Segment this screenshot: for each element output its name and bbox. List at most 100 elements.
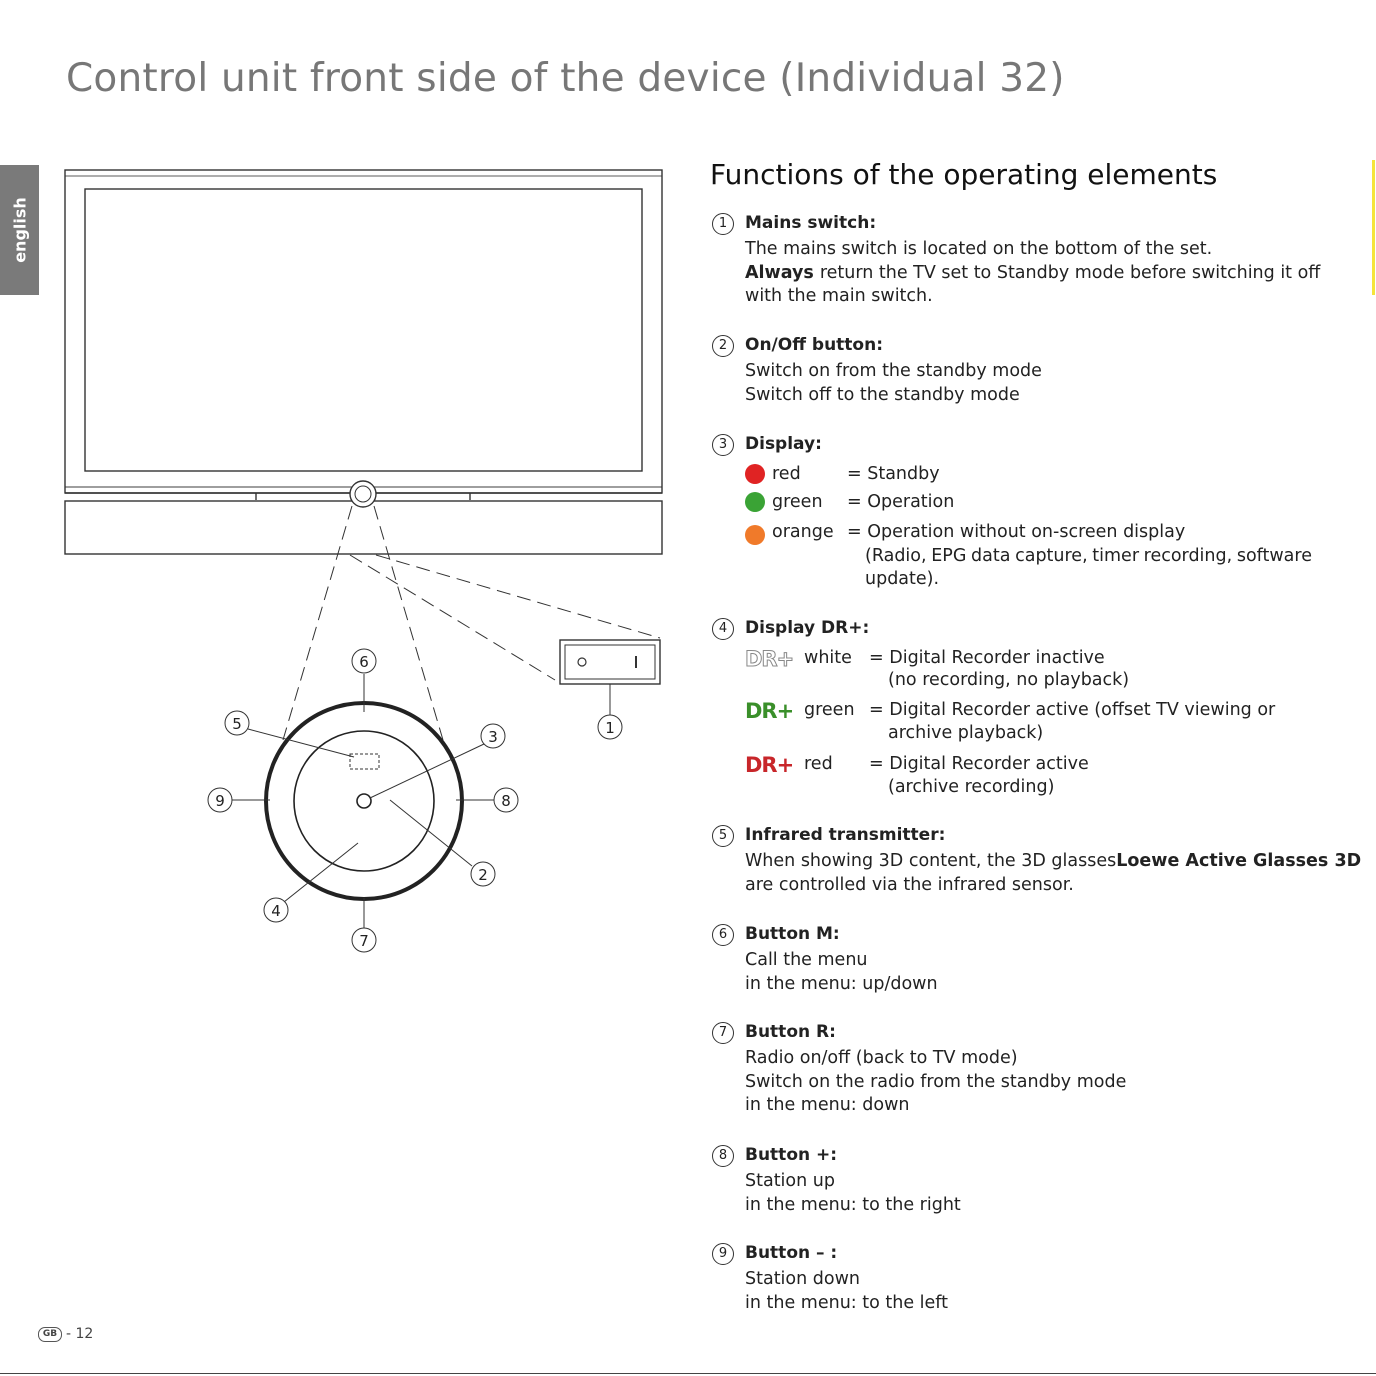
svg-text:8: 8 [501, 792, 511, 810]
dr-plus-green-icon: DR+ [745, 699, 794, 723]
item-mains-switch: 1 Mains switch: The mains switch is loca… [710, 212, 1320, 312]
svg-text:1: 1 [605, 719, 615, 737]
description-text: When showing 3D content, the 3D glasses [745, 851, 1117, 871]
description-line: Station down [745, 1269, 860, 1289]
description-line: Station up [745, 1171, 835, 1191]
item-title: Infrared transmitter: [745, 825, 946, 845]
callout-leaders [230, 674, 611, 928]
state-description-line: (no recording, no playback) [888, 670, 1130, 690]
edge-marker [1372, 160, 1375, 295]
item-on-off-button: 2 On/Off button: Switch on from the stan… [710, 334, 1312, 414]
page-number: - 12 [66, 1326, 94, 1342]
item-title: Button +: [745, 1145, 838, 1165]
callout-1: 1 [597, 714, 623, 740]
item-description: Station down in the menu: to the left [745, 1268, 1312, 1315]
orange-led-icon [745, 525, 765, 545]
item-button-r: 7 Button R: Radio on/off (back to TV mod… [710, 1021, 1312, 1121]
description-line: The mains switch is located on the botto… [745, 239, 1213, 259]
item-number: 1 [712, 213, 734, 235]
bottom-rule [0, 1373, 1376, 1374]
dr-state-red: DR+ red = Digital Recorder active (archi… [745, 753, 1312, 801]
state-description: = Digital Recorder active [869, 754, 1089, 774]
item-number: 2 [712, 335, 734, 357]
dr-plus-red-icon: DR+ [745, 753, 794, 777]
projection-lines [282, 505, 661, 741]
state-color-name: white [804, 648, 852, 668]
dr-plus-white-icon: DR+ [744, 647, 794, 672]
svg-text:2: 2 [478, 866, 488, 884]
country-badge: GB [38, 1326, 62, 1342]
description-line: Radio on/off (back to TV mode) [745, 1048, 1018, 1068]
enlarged-control-knob [264, 701, 464, 901]
svg-text:6: 6 [359, 653, 369, 671]
item-number: 3 [712, 434, 734, 456]
page-footer: GB- 12 [38, 1326, 93, 1342]
item-title: Display DR+: [745, 618, 870, 638]
description-line: are controlled via the infrared sensor. [745, 874, 1074, 895]
section-heading: Functions of the operating elements [710, 158, 1218, 191]
item-title: Button – : [745, 1243, 838, 1263]
item-number: 6 [712, 924, 734, 946]
description-line: Switch on from the standby mode [745, 361, 1042, 381]
state-description: = Operation [847, 492, 955, 512]
item-title: Display: [745, 434, 822, 454]
item-number: 4 [712, 618, 734, 640]
callout-6: 6 [351, 648, 377, 674]
state-description-line: archive playback) [888, 723, 1044, 743]
dr-state-green: DR+ green = Digital Recorder active (off… [745, 699, 1312, 747]
state-color-name: red [772, 464, 801, 484]
callout-8: 8 [493, 787, 519, 813]
state-color-name: orange [772, 522, 834, 542]
item-title: Mains switch: [745, 213, 877, 233]
svg-text:3: 3 [488, 728, 498, 746]
display-state-green: green = Operation [745, 491, 1312, 515]
state-description-line: (archive recording) [888, 777, 1055, 797]
state-color-name: red [804, 754, 833, 774]
callout-2: 2 [470, 861, 496, 887]
item-description: Switch on from the standby mode Switch o… [745, 360, 1312, 407]
state-color-name: green [772, 492, 823, 512]
callout-9: 9 [207, 787, 233, 813]
description-line: in the menu: up/down [745, 973, 938, 994]
item-title: Button R: [745, 1022, 836, 1042]
description-line: in the menu: to the right [745, 1194, 961, 1215]
language-tab: english [0, 165, 39, 295]
emphasis-text: Always [745, 262, 814, 283]
svg-text:9: 9 [215, 792, 225, 810]
item-title: On/Off button: [745, 335, 884, 355]
item-title: Button M: [745, 924, 840, 944]
mains-switch [559, 639, 661, 685]
description-line: in the menu: to the left [745, 1292, 949, 1313]
description-line: Call the menu [745, 950, 868, 970]
state-description: = Operation without on-screen display [847, 522, 1186, 542]
dr-state-white: DR+ white = Digital Recorder inactive (n… [744, 647, 1312, 695]
item-number: 7 [712, 1022, 734, 1044]
tv-control-knob-inner [354, 485, 372, 503]
svg-text:7: 7 [359, 932, 369, 950]
state-description: = Standby [847, 464, 940, 484]
description-text: return the TV set to Standby mode before… [819, 262, 1321, 283]
description-line: in the menu: down [745, 1095, 910, 1115]
item-number: 5 [712, 825, 734, 847]
green-led-icon [745, 492, 765, 512]
description-line: Switch off to the standby mode [745, 384, 1020, 405]
item-description: Station up in the menu: to the right [745, 1170, 1312, 1217]
display-state-orange: orange = Operation without on-screen dis… [745, 521, 1312, 591]
state-color-name: green [804, 700, 855, 720]
description-line: with the main switch. [745, 286, 933, 306]
item-display-dr: 4 Display DR+: DR+ white = Digital Recor… [710, 617, 1312, 807]
callout-5: 5 [224, 710, 250, 736]
page-title: Control unit front side of the device (I… [66, 56, 1065, 101]
tv-control-knob [349, 480, 377, 508]
callout-3: 3 [480, 723, 506, 749]
red-led-icon [745, 464, 765, 484]
item-button-m: 6 Button M: Call the menu in the menu: u… [710, 923, 1312, 1003]
item-button-minus: 9 Button – : Station down in the menu: t… [710, 1242, 1312, 1322]
state-description: = Digital Recorder inactive [869, 648, 1105, 668]
item-description: Call the menu in the menu: up/down [745, 949, 1312, 996]
svg-text:4: 4 [271, 902, 281, 920]
